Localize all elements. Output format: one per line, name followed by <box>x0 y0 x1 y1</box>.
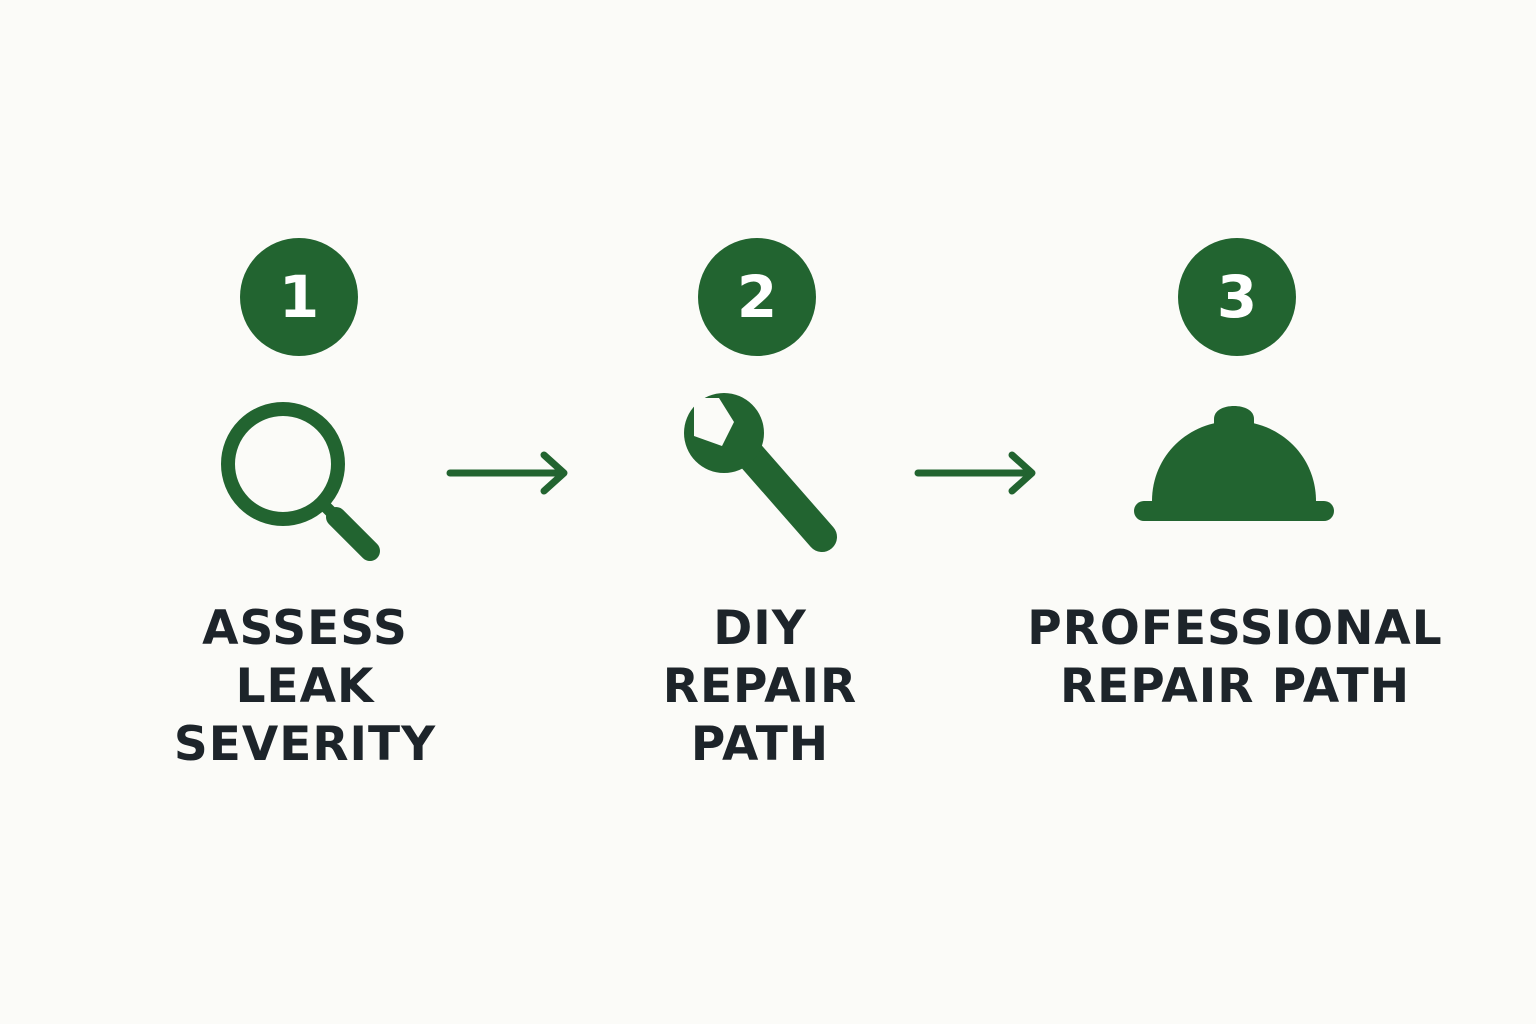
step-1-label: ASSESS LEAK SEVERITY <box>140 600 470 774</box>
arrow-right-icon <box>446 451 568 495</box>
wrench-icon <box>684 393 837 552</box>
step-3-label-line: PROFESSIONAL <box>1027 601 1443 656</box>
step-3-number-badge: 3 <box>1178 238 1296 356</box>
step-2-label: DIY REPAIR PATH <box>600 600 920 774</box>
step-2-label-line: DIY <box>713 601 807 656</box>
step-3-label-line: REPAIR PATH <box>1059 659 1411 714</box>
step-3-label: PROFESSIONAL REPAIR PATH <box>1010 600 1460 716</box>
magnifying-glass-icon <box>221 402 380 561</box>
step-1-label-line: SEVERITY <box>173 717 437 772</box>
hard-hat-icon <box>1134 406 1334 521</box>
step-1-label-line: LEAK <box>235 659 375 714</box>
arrow-right-icon <box>914 451 1036 495</box>
step-2-label-line: REPAIR <box>662 659 858 714</box>
step-1-number-badge: 1 <box>240 238 358 356</box>
step-2-label-line: PATH <box>690 717 830 772</box>
step-1-label-line: ASSESS <box>202 601 408 656</box>
step-2-number-badge: 2 <box>698 238 816 356</box>
